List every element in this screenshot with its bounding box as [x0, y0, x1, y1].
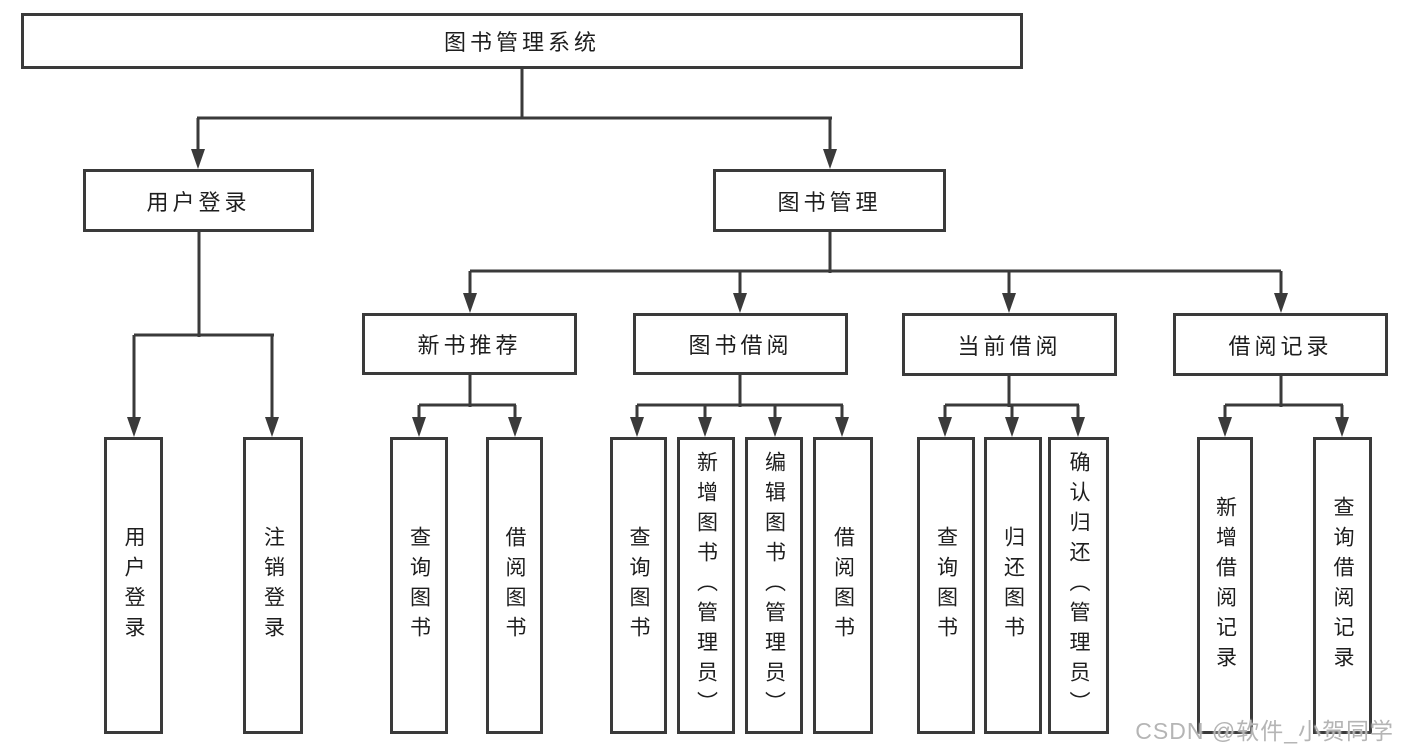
- leaf-confirm-return-admin: 确认归还（管理员）: [1048, 437, 1109, 734]
- node-root: 图书管理系统: [21, 13, 1023, 69]
- leaf-logout-label: 注销登录: [261, 525, 285, 646]
- connector-lines-root: [196, 69, 832, 152]
- leaf-user-login: 用户登录: [104, 437, 163, 734]
- node-book-borrow-label: 图书借阅: [688, 333, 793, 358]
- leaf-add-book-admin-label: 新增图书（管理员）: [694, 450, 718, 721]
- leaf-borrow-book-2-label: 借阅图书: [831, 525, 855, 646]
- node-current-borrow: 当前借阅: [902, 313, 1117, 376]
- node-book-borrow: 图书借阅: [633, 313, 848, 375]
- leaf-edit-book-admin-label: 编辑图书（管理员）: [762, 450, 786, 721]
- leaf-return-book-label: 归还图书: [1001, 525, 1025, 646]
- leaf-edit-book-admin: 编辑图书（管理员）: [745, 437, 803, 734]
- leaf-borrow-book-2: 借阅图书: [813, 437, 873, 734]
- node-borrow-records-label: 借阅记录: [1228, 333, 1333, 359]
- leaf-query-book-1: 查询图书: [390, 437, 448, 734]
- node-new-book-recommend: 新书推荐: [362, 313, 577, 375]
- leaf-query-book-3: 查询图书: [917, 437, 975, 734]
- leaf-add-borrow-record: 新增借阅记录: [1197, 437, 1253, 734]
- leaf-return-book: 归还图书: [984, 437, 1042, 734]
- leaf-query-borrow-record-label: 查询借阅记录: [1331, 495, 1354, 676]
- node-user-login-label: 用户登录: [146, 189, 251, 215]
- leaf-user-login-label: 用户登录: [122, 525, 145, 646]
- leaf-query-book-2-label: 查询图书: [627, 525, 650, 646]
- csdn-watermark: CSDN @软件_小贺同学: [1135, 718, 1394, 744]
- connector-lines-user-login: [132, 232, 274, 420]
- node-book-management: 图书管理: [713, 169, 946, 232]
- leaf-query-book-2: 查询图书: [610, 437, 667, 734]
- node-new-book-recommend-label: 新书推荐: [417, 333, 522, 358]
- node-book-management-label: 图书管理: [777, 189, 882, 215]
- leaf-query-book-3-label: 查询图书: [934, 525, 958, 646]
- leaf-add-book-admin: 新增图书（管理员）: [677, 437, 735, 734]
- node-root-label: 图书管理系统: [443, 30, 600, 55]
- leaf-query-book-1-label: 查询图书: [407, 525, 431, 646]
- leaf-borrow-book-1-label: 借阅图书: [503, 525, 526, 646]
- connector-lines-book-management: [468, 232, 1283, 296]
- leaf-query-borrow-record: 查询借阅记录: [1313, 437, 1372, 734]
- node-user-login: 用户登录: [83, 169, 314, 232]
- node-borrow-records: 借阅记录: [1173, 313, 1388, 376]
- leaf-add-borrow-record-label: 新增借阅记录: [1213, 495, 1237, 676]
- connector-lines-level3-to-leaves: [417, 374, 1344, 420]
- arrowheads: [127, 149, 1349, 437]
- leaf-borrow-book-1: 借阅图书: [486, 437, 543, 734]
- leaf-confirm-return-admin-label: 确认归还（管理员）: [1067, 450, 1090, 721]
- node-current-borrow-label: 当前借阅: [957, 333, 1062, 359]
- leaf-logout: 注销登录: [243, 437, 303, 734]
